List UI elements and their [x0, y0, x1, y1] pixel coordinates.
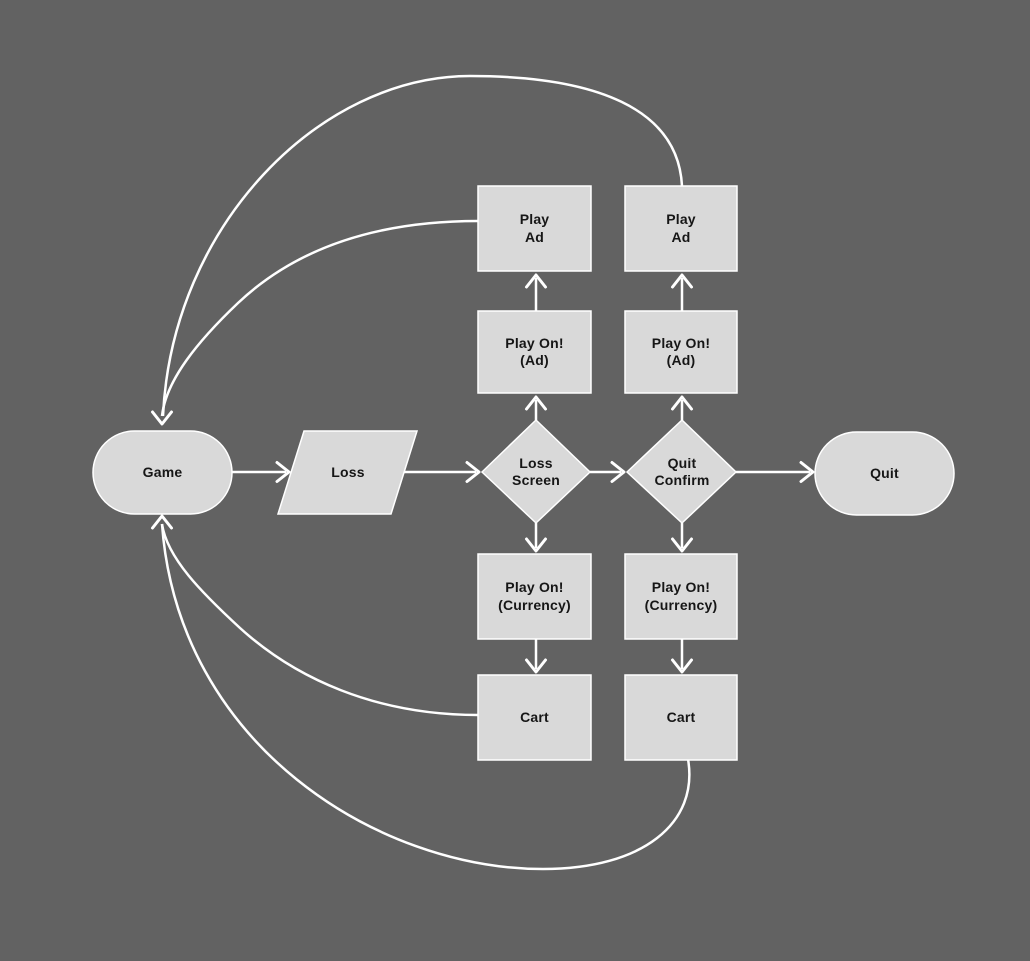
arrowhead-play-on-ad-right — [671, 395, 693, 411]
node-cart-right-shape — [624, 674, 738, 761]
node-quit-shape — [814, 431, 955, 516]
node-loss-shape — [276, 430, 419, 515]
arrowhead-cart-left — [525, 658, 547, 674]
arrowhead-game-bottom — [151, 514, 173, 530]
node-cart-left-shape — [477, 674, 592, 761]
arrowhead-play-ad-left — [525, 273, 547, 289]
arrowhead-quit — [799, 461, 815, 483]
arrowhead-play-on-currency-right — [671, 537, 693, 553]
node-quit-confirm-shape — [625, 418, 738, 525]
arrowhead-play-on-currency-left — [525, 537, 547, 553]
node-group — [92, 185, 955, 761]
node-play-on-ad-right-shape — [624, 310, 738, 394]
arrowhead-play-on-ad-left — [525, 395, 547, 411]
arrowhead-cart-right — [671, 658, 693, 674]
edge-cart-left-to-game — [160, 523, 479, 717]
edge-group-curves — [151, 74, 691, 871]
node-play-ad-right-shape — [624, 185, 738, 272]
edge-group-straight — [232, 273, 815, 674]
edge-play-ad-left-to-game — [160, 219, 479, 417]
edge-play-ad-right-to-game — [161, 74, 684, 417]
arrowhead-loss-screen — [465, 461, 481, 483]
node-play-on-currency-left-shape — [477, 553, 592, 640]
node-play-ad-left-shape — [477, 185, 592, 272]
edge-cart-right-to-game — [160, 523, 691, 871]
node-loss-screen-shape — [480, 418, 592, 525]
arrowhead-quit-confirm — [610, 461, 626, 483]
node-game-shape — [92, 430, 233, 515]
node-play-on-currency-right-shape — [624, 553, 738, 640]
arrowhead-play-ad-right — [671, 273, 693, 289]
arrowhead-loss — [275, 461, 291, 483]
node-play-on-ad-left-shape — [477, 310, 592, 394]
arrowhead-game-top — [151, 410, 173, 426]
